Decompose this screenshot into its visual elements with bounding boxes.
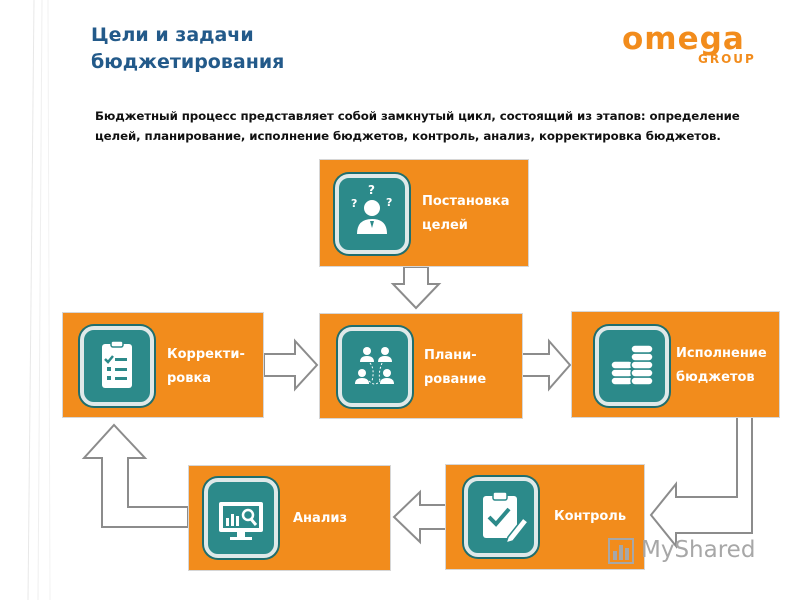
stage-analysis-icon-tile [204,478,278,558]
slide-title-line2: бюджетирования [91,51,285,73]
arrow-analysis-to-correction [81,423,189,528]
logo-main-text: omega [622,22,745,57]
stage-planning-label-line1: Плани- [424,348,477,363]
stage-execution-label: Исполнение бюджетов [676,342,767,390]
slide-title: Цели и задачи бюджетирования [91,22,491,76]
stage-execution: Исполнение бюджетов [571,311,780,418]
stage-goals-label-line1: Постановка [422,194,510,209]
stage-goals-icon-tile: ? ? ? [335,174,409,254]
arrow-control-to-analysis [392,489,447,545]
clipboard-check-icon [483,491,530,545]
stage-goals-label-line2: целей [422,218,468,233]
stage-control-icon-tile [464,477,538,557]
stage-correction-icon-tile [80,326,154,406]
monitor-chart-icon [219,502,263,540]
stage-goals-label: Постановка целей [422,190,510,238]
slide-description: Бюджетный процесс представляет собой зам… [95,109,740,143]
watermark-text: MyShared [641,537,756,563]
stage-execution-label-line2: бюджетов [676,370,755,385]
arrow-planning-to-execution [521,338,572,392]
decorative-edge-lines [27,0,51,600]
team-network-icon [355,347,394,385]
stage-correction-label: Корректи- ровка [167,343,245,391]
stage-correction-label-line2: ровка [167,371,212,386]
stage-planning-label: Плани- рование [424,344,486,392]
arrow-correction-to-planning [263,338,319,392]
logo-sub-text: GROUP [698,52,756,66]
arrow-goals-to-planning [390,266,442,310]
arrow-execution-to-control [649,416,753,549]
slide-title-line1: Цели и задачи [91,24,254,46]
checklist-icon [102,340,132,388]
stage-correction: Корректи- ровка [62,312,264,418]
svg-text:?: ? [386,196,392,209]
stage-analysis: Анализ [188,465,391,571]
stage-planning-label-line2: рование [424,372,487,387]
coin-stack-icon [610,344,654,386]
stage-control-label: Контроль [554,509,627,524]
myshared-watermark: MyShared [607,535,767,571]
stage-execution-label-line1: Исполнение [676,346,767,361]
svg-text:?: ? [368,183,375,197]
watermark-chart-icon [608,538,634,564]
stage-execution-icon-tile [595,326,669,406]
stage-control: Контроль [445,464,645,570]
stage-analysis-label: Анализ [293,511,347,526]
stage-planning: Плани- рование [319,313,523,419]
stage-correction-label-line1: Корректи- [167,347,245,362]
person-question-icon: ? ? ? [351,183,392,234]
stage-planning-icon-tile [338,327,412,407]
svg-text:?: ? [351,197,357,210]
omega-group-logo: omega GROUP [622,22,756,66]
stage-goals: ? ? ? Постановка целей [319,159,529,267]
